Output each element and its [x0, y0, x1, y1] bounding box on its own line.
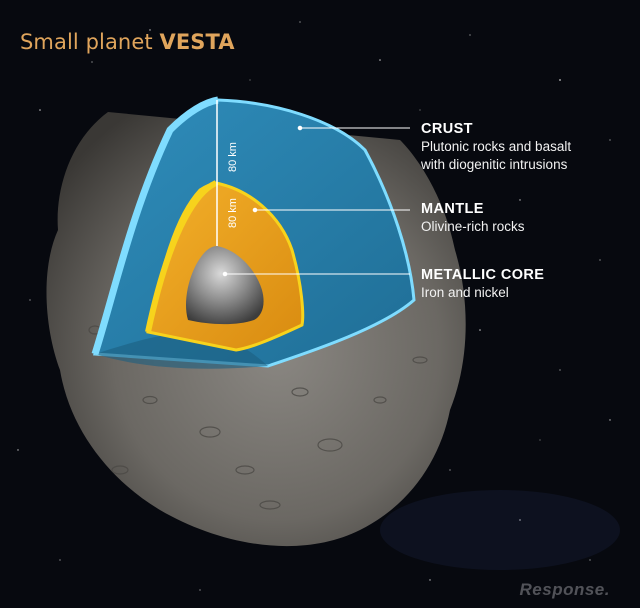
core-description: Iron and nickel	[421, 285, 509, 300]
core-layer	[185, 246, 264, 325]
crust-description-line-1: Plutonic rocks and basalt	[421, 139, 572, 154]
page-title: Small planet VESTA	[20, 30, 235, 54]
crust-thickness-label: 80 km	[227, 142, 239, 172]
mantle-rim-left	[145, 180, 218, 333]
mantle-name: MANTLE	[421, 201, 484, 217]
crust-description-line-2: with diogenitic intrusions	[421, 157, 568, 172]
mantle-label: MANTLE Olivine-rich rocks	[421, 200, 525, 236]
mantle-description: Olivine-rich rocks	[421, 219, 525, 234]
crust-label: CRUST Plutonic rocks and basalt with dio…	[421, 120, 571, 174]
leader-lines	[222, 125, 410, 277]
crust-name: CRUST	[421, 121, 473, 137]
core-leader-dot	[222, 271, 228, 277]
title-prefix: Small planet	[20, 30, 160, 54]
mantle-leader-dot	[252, 207, 258, 213]
watermark-logo: Response.	[519, 580, 610, 599]
core-name: METALLIC CORE	[421, 267, 545, 283]
milky-way-glow	[380, 490, 620, 570]
crust-leader-dot	[297, 125, 303, 131]
mantle-thickness-label: 80 km	[227, 198, 239, 228]
title-emphasis: VESTA	[159, 30, 235, 54]
core-label: METALLIC CORE Iron and nickel	[421, 266, 544, 302]
surface-craters	[88, 325, 428, 510]
crust-rim-left	[91, 96, 219, 356]
star-field	[17, 21, 611, 591]
